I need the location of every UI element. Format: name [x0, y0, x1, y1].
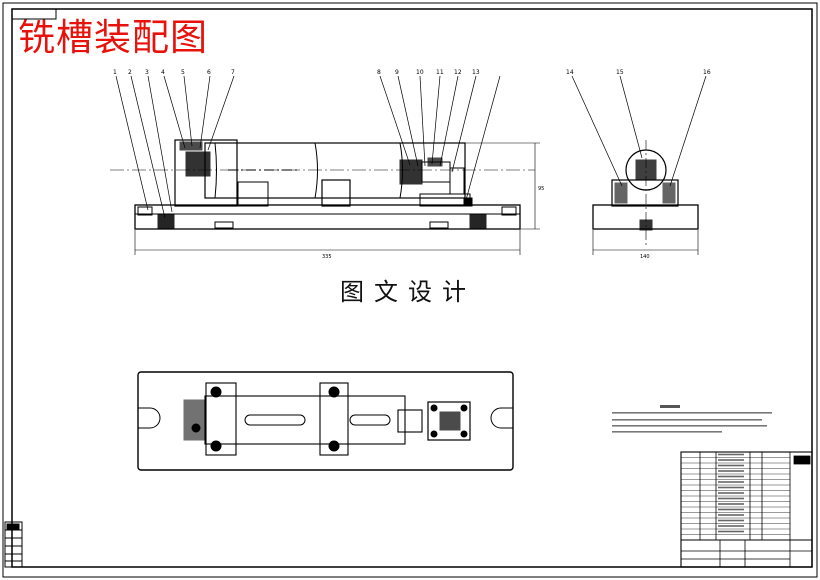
parts-list-entry-mark — [718, 519, 744, 522]
top-base-plate — [137, 371, 514, 471]
parts-list-entry-mark — [718, 508, 744, 511]
parts-list-entry-mark — [718, 470, 744, 472]
drawing-caption: 图文设计 — [340, 278, 476, 306]
callout-5: 5 — [181, 69, 185, 76]
left-support-block — [174, 139, 238, 207]
title-block — [680, 451, 813, 568]
callout-1: 1 — [113, 69, 117, 76]
inner-frame — [11, 8, 813, 568]
parts-list-entry-mark — [718, 453, 744, 456]
technical-notes — [612, 405, 772, 433]
front-leaders-right — [379, 75, 501, 201]
callout-13: 13 — [472, 69, 480, 76]
parts-list-entry-mark — [718, 481, 744, 483]
left-stamp-block — [4, 521, 23, 568]
parts-list-entry-mark — [718, 464, 744, 467]
top-view — [137, 371, 514, 471]
callout-15: 15 — [616, 69, 624, 76]
parts-list-entry-mark — [718, 486, 744, 489]
top-middle-clamp — [319, 382, 349, 456]
parts-list-entry-mark — [718, 492, 744, 494]
parts-list-entry-mark — [718, 503, 744, 505]
corner-stamp — [11, 8, 57, 20]
callout-2: 2 — [128, 69, 132, 76]
dim-side-width: 140 — [640, 254, 650, 260]
drawing-title: 铣槽装配图 — [18, 16, 208, 59]
callout-3: 3 — [145, 69, 149, 76]
callout-4: 4 — [161, 69, 165, 76]
top-right-jack — [427, 401, 471, 441]
callout-7: 7 — [231, 69, 235, 76]
parts-list-entry-mark — [718, 459, 744, 461]
right-clamp-nut — [399, 159, 423, 185]
callout-14: 14 — [566, 69, 574, 76]
side-view — [571, 75, 707, 255]
middle-support — [321, 179, 351, 207]
front-leaders-left — [115, 75, 235, 219]
parts-list-entry-mark — [718, 514, 744, 516]
shaft-workpiece — [204, 142, 466, 199]
callout-8: 8 — [377, 69, 381, 76]
front-view — [110, 75, 540, 255]
dim-overall-length: 335 — [322, 254, 332, 260]
parts-list-entry-mark — [718, 525, 744, 527]
callout-9: 9 — [395, 69, 399, 76]
callout-12: 12 — [454, 69, 462, 76]
callout-6: 6 — [207, 69, 211, 76]
callout-11: 11 — [436, 69, 444, 76]
base-plate — [134, 204, 521, 230]
parts-list-entry-mark — [718, 530, 744, 533]
callout-10: 10 — [416, 69, 424, 76]
parts-list-entry-mark — [718, 475, 744, 478]
parts-list-entry-mark — [718, 497, 744, 500]
callout-16: 16 — [703, 69, 711, 76]
dim-overall-height: 95 — [538, 186, 544, 192]
